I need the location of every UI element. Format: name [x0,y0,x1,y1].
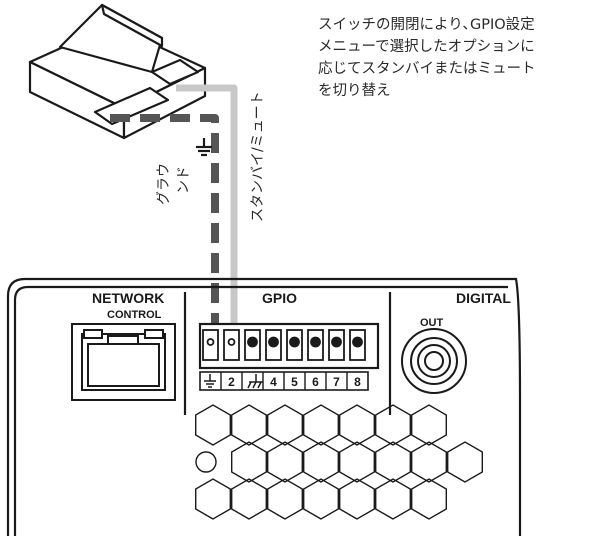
ground-symbol-icon [196,138,212,157]
vent-hole [339,404,375,446]
vent-hole [230,478,267,520]
terminal-number: 4 [270,375,277,389]
vent-hole [375,441,411,483]
digital-label: DIGITAL [456,290,511,306]
terminal-screw [289,336,300,348]
caption-line: スイッチの開閉により､GPIO設定 [318,17,535,33]
indicator-hole [195,451,217,473]
terminal-number: 2 [228,375,235,389]
terminal-number: 7 [333,375,340,389]
ground-label: グラウ [156,163,172,205]
vent-hole [230,404,267,446]
ground-wire [110,114,219,340]
caption-line: メニューで選択したオプションに [318,39,535,55]
caption-line: 応じてスタンバイまたはミュート [318,61,536,77]
vent-hole [411,404,447,446]
vent-hole [411,478,447,520]
terminal-screw [310,336,321,348]
vent-hole [267,441,303,483]
description-caption: スイッチの開閉により､GPIO設定 メニューで選択したオプションに 応じてスタン… [318,14,598,102]
standby-mute-label: スタンバイ/ミュート [250,91,266,222]
terminal-screw [206,338,215,346]
terminal-number: 5 [291,375,298,389]
vent-hole [267,404,303,446]
ground-label: ンド [176,166,192,194]
vent-hole [339,478,375,520]
vent-hole [194,404,232,446]
vent-hole [303,441,339,483]
vent-hole [303,404,339,446]
vent-hole [447,441,483,483]
vent-hole [230,441,267,483]
terminal-number: 6 [312,375,319,389]
digital-out-connector [401,328,467,394]
chassis-ground-icon [247,374,263,389]
gpio-label: GPIO [262,290,297,306]
vent-hole [267,478,303,520]
vent-grille [194,404,483,520]
network-label: NETWORK [92,290,164,306]
vent-hole [411,441,447,483]
out-label: OUT [420,317,444,329]
vent-hole [339,441,375,483]
terminal-screw [352,336,363,348]
standby-mute-wire [176,84,238,330]
terminal-number: 8 [354,375,361,389]
vent-hole [375,404,411,446]
vent-hole [194,478,232,520]
terminal-screw [268,336,279,348]
vent-hole [303,478,339,520]
device-panel [6,277,522,536]
vent-hole [375,478,411,520]
terminal-screw [331,336,342,348]
control-label: CONTROL [107,309,162,321]
ethernet-port [71,323,176,401]
caption-line: を切り替え [318,83,391,99]
terminal-screw [247,336,258,348]
ground-terminal-icon [204,374,216,388]
terminal-screw [227,338,236,346]
